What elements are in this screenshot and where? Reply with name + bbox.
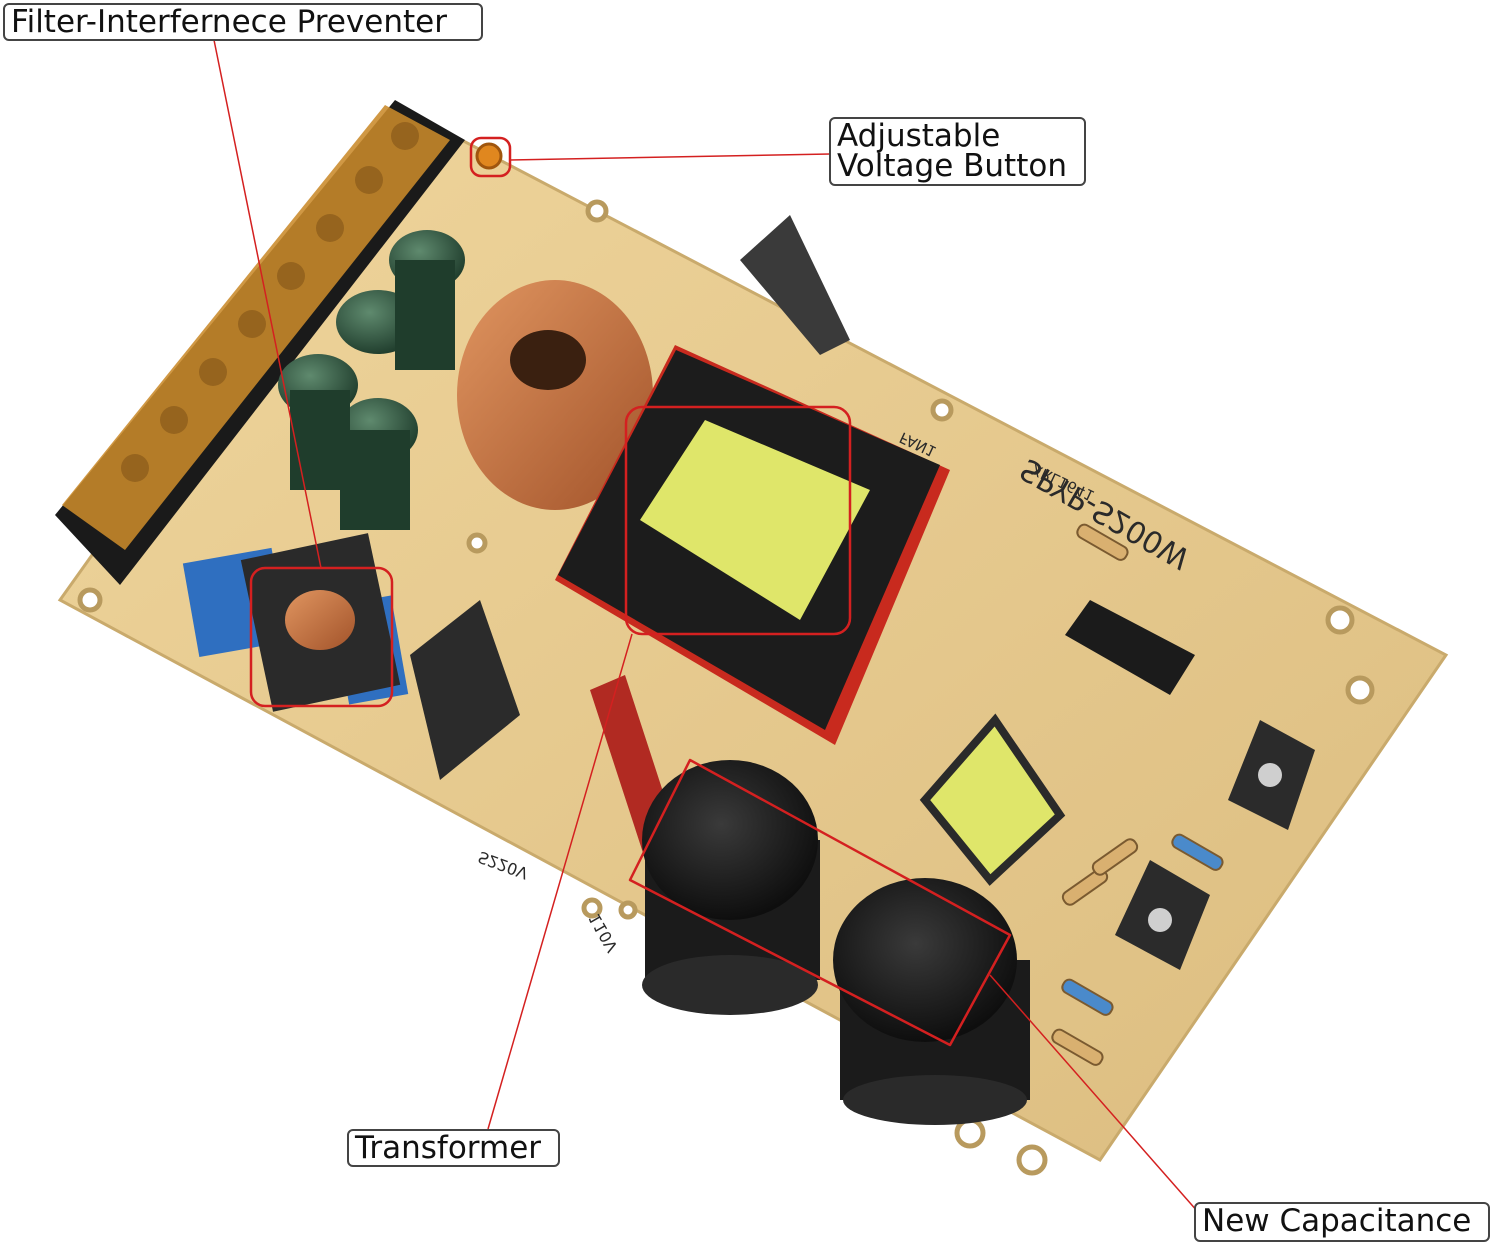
callout-new-capacitance: New Capacitance	[1194, 1202, 1490, 1242]
highlight-markers	[249, 136, 1012, 1047]
callout-capacitance-label: New Capacitance	[1202, 1203, 1472, 1239]
power-transistors	[1115, 720, 1315, 970]
callout-voltage-line2: Voltage Button	[837, 148, 1067, 184]
bulk-capacitors	[642, 760, 1030, 1125]
callout-voltage-line1: Adjustable	[837, 118, 1001, 154]
highlight-voltage	[469, 136, 512, 178]
control-ic	[1065, 600, 1195, 695]
silkscreen-volt: 110V	[585, 910, 622, 955]
filter-choke	[182, 533, 409, 712]
callout-transformer-label: Transformer	[355, 1130, 542, 1166]
output-capacitors	[278, 230, 465, 530]
toroidal-inductor	[457, 280, 653, 510]
adjustable-potentiometer	[475, 142, 503, 170]
highlight-filter	[249, 566, 394, 708]
highlight-transformer	[624, 405, 852, 636]
heatsink-top	[740, 215, 850, 355]
callout-filter-interference-preventer: Filter-Interfernece Preventer	[3, 3, 483, 41]
resistors	[1051, 523, 1224, 1066]
callout-transformer: Transformer	[347, 1129, 560, 1167]
terminal-block	[55, 100, 465, 585]
bridge-rectifier	[410, 600, 520, 780]
callout-leader-lines	[213, 39, 1199, 1213]
highlight-capacitance	[628, 758, 1012, 1047]
callout-adjustable-voltage-button: Adjustable Voltage Button	[829, 117, 1086, 186]
aux-transformer	[919, 713, 1066, 886]
silkscreen-switch: S220V	[476, 847, 531, 883]
callout-filter-label: Filter-Interfernece Preventer	[11, 4, 447, 40]
